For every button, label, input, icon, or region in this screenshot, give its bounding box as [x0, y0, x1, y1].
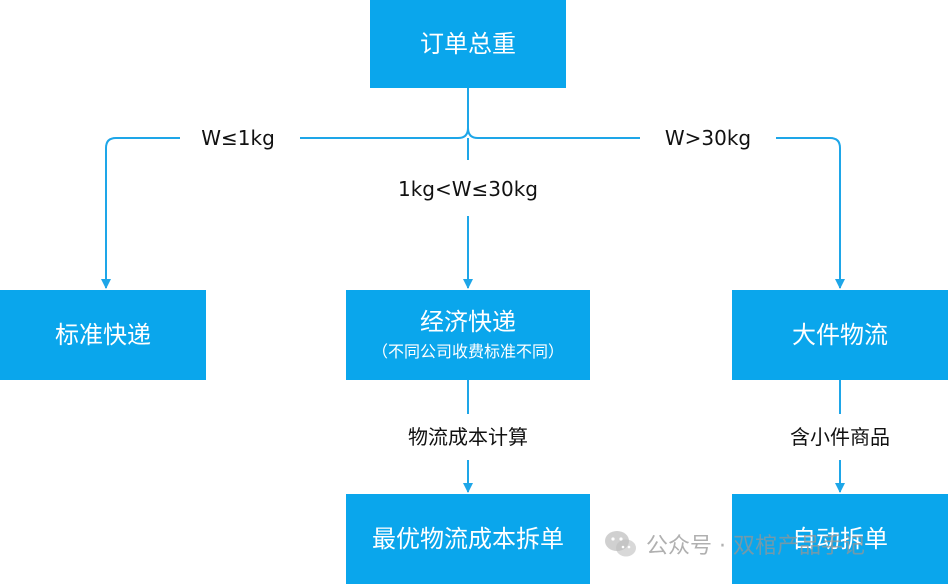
node-order-total-weight: 订单总重	[370, 0, 566, 88]
watermark: 公众号 · 双棺产品手记	[604, 526, 865, 562]
edge-label-right-condition: W>30kg	[664, 126, 752, 150]
wechat-icon	[605, 531, 636, 557]
edge-label-small-items: 含小件商品	[790, 425, 890, 449]
connector-root-stem	[457, 88, 469, 139]
node-economy-express: 经济快递 （不同公司收费标准不同）	[346, 290, 590, 380]
connector-right-b	[776, 137, 845, 289]
node-economy-express-subtitle: （不同公司收费标准不同）	[371, 342, 564, 361]
connector-right-a	[467, 127, 640, 139]
edge-label-cost-calculation: 物流成本计算	[408, 425, 528, 449]
node-economy-express-title: 经济快递	[420, 308, 516, 336]
node-bulky-logistics-title: 大件物流	[792, 321, 888, 349]
node-standard-express-title: 标准快递	[55, 321, 151, 349]
node-bulky-logistics: 大件物流	[732, 290, 948, 380]
node-auto-split-title: 自动拆单	[792, 525, 888, 553]
node-optimal-split: 最优物流成本拆单	[346, 494, 590, 584]
watermark-text: 公众号 · 双棺产品手记	[646, 534, 865, 559]
node-auto-split: 自动拆单	[732, 494, 948, 584]
node-order-total-weight-title: 订单总重	[420, 30, 516, 58]
edge-label-left-condition: W≤1kg	[201, 126, 275, 150]
node-standard-express: 标准快递	[0, 290, 206, 380]
edge-label-middle-condition: 1kg<W≤30kg	[397, 177, 539, 201]
node-optimal-split-title: 最优物流成本拆单	[372, 525, 564, 553]
connector-left-b	[101, 137, 180, 289]
